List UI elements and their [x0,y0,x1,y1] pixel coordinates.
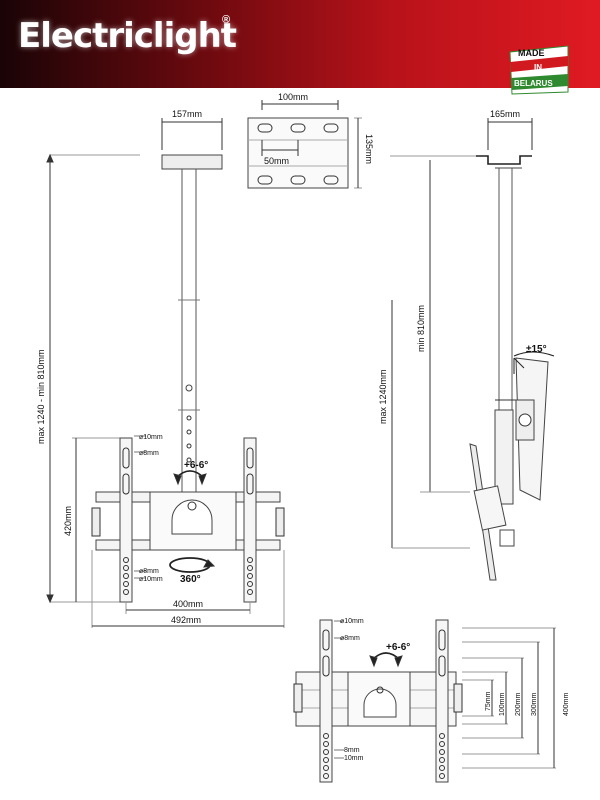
badge-text-in: IN [534,63,542,72]
detail-hole-8mm-bottom-label: 8mm [344,747,360,754]
mount-plate [247,100,362,189]
vesa-400-label: 400mm [563,692,570,716]
front-hole-8mm-bottom-label: ⌀8mm [139,568,159,575]
detail-hole-10mm-top-label: ⌀10mm [340,618,364,625]
side-max-length-label: max 1240mm [378,369,388,424]
detail-hole-8mm-top-label: ⌀8mm [340,635,360,642]
front-width-inner-label: 400mm [173,599,203,609]
front-width-top-label: 157mm [172,109,202,119]
plate-spacing-inner-label: 50mm [264,156,289,166]
badge-text-made: MADE [518,48,545,58]
left-bracket [119,437,133,603]
side-width-top-label: 165mm [490,109,520,119]
made-in-belarus-badge: MADE IN BELARUS [509,45,569,95]
detail-tilt-label: +6-6° [386,642,410,653]
ceiling-cap [161,154,223,170]
side-swivel-label: ±15° [526,344,547,355]
pole-pin [185,384,193,392]
side-min-length-label: min 810mm [416,305,426,352]
front-hole-10mm-top-label: ⌀10mm [139,434,163,441]
front-rotation-label: 360° [180,574,201,585]
front-height-range-label: max 1240 - min 810mm [36,349,46,444]
side-view [390,118,555,581]
right-bracket [243,437,257,603]
plate-height-label: 135mm [364,134,374,164]
front-hole-8mm-top-label: ⌀8mm [139,450,159,457]
front-width-outer-label: 492mm [171,615,201,625]
front-bracket-height-label: 420mm [63,506,73,536]
front-hole-10mm-bottom-label: ⌀10mm [139,576,163,583]
vesa-200-label: 200mm [515,692,522,716]
brand-logo: Electriclight [18,16,237,56]
front-tilt-label: +6-6° [184,460,208,471]
registered-mark: ® [222,14,231,26]
brand-header: Electriclight ® [0,0,600,88]
vesa-100-label: 100mm [499,692,506,716]
front-view [46,118,285,628]
vesa-75-label: 75mm [485,691,492,711]
detail-hole-10mm-bottom-label: 10mm [344,755,364,762]
plate-spacing-top-label: 100mm [278,92,308,102]
badge-text-belarus: BELARUS [514,79,553,88]
bracket-detail [293,619,556,783]
vesa-300-label: 300mm [531,692,538,716]
